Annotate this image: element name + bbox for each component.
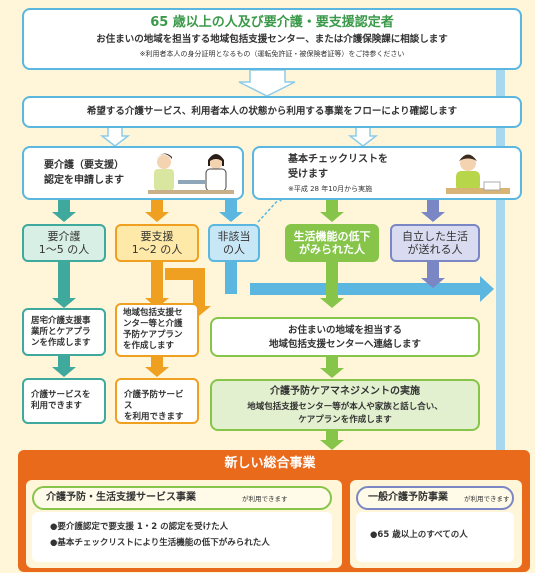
left-bullet-2: ●基本チェックリストにより生活機能の低下がみられた人 (50, 538, 270, 548)
contact-box: お住まいの地域を担当する 地域包括支援センターへ連絡します (210, 317, 480, 357)
checklist-line2: 受けます (288, 169, 328, 180)
category-not-applicable: 非該当の人 (208, 224, 260, 262)
arrow-independent (421, 200, 445, 222)
right-panel-tag: が利用できます (464, 495, 510, 503)
banner-title: 新しい総合事業 (224, 456, 316, 471)
consultation-illustration (148, 153, 234, 194)
top-note: ※利用者本人の身分証明となるもの（運転免許証・被保険者証等）をご持参ください (139, 50, 405, 58)
careplan-care: 居宅介護支援事 業所とケアプラ ンを作成します (22, 308, 106, 356)
careplan-support: 地域包括支援セ ンター等と介護 予防ケアプラン を作成します (115, 303, 199, 357)
left-bullet-1: ●要介護認定で要支援 1・2 の認定を受けた人 (50, 522, 229, 532)
apply-line1: 要介護（要支援） (44, 160, 124, 171)
right-side-line (496, 42, 505, 460)
right-panel-body: ●65 歳以上のすべての人 (356, 512, 514, 562)
dashed-link (257, 197, 281, 223)
contact-line1: お住まいの地域を担当する (287, 325, 402, 336)
left-panel-head: 介護予防・生活支援サービス事業 が利用できます (32, 486, 332, 510)
split-arrow-left (99, 125, 131, 147)
checklist-box: 基本チェックリストを 受けます ※平成 28 年10月から実施 (252, 146, 522, 200)
flow-box: 希望する介護サービス、利用者本人の状態から利用する事業をフローにより確認します (22, 96, 522, 128)
checklist-line1: 基本チェックリストを (288, 154, 388, 165)
blue-band (250, 283, 482, 295)
flow-text: 希望する介護サービス、利用者本人の状態から利用する事業をフローにより確認します (86, 106, 458, 117)
arrow-decline (320, 200, 344, 222)
left-panel-title: 介護予防・生活支援サービス事業 (46, 492, 196, 503)
arrow-na (219, 200, 243, 222)
top-title: 65 歳以上の人及び要介護・要支援認定者 (150, 15, 394, 30)
management-box: 介護予防ケアマネジメントの実施 地域包括支援センター等が本人や家族と話し合い、 … (210, 379, 480, 431)
top-down-arrow (238, 69, 296, 97)
category-independent: 自立した生活が送れる人 (390, 224, 480, 262)
apply-box: 要介護（要支援） 認定を申請します (22, 146, 244, 200)
checklist-illustration (446, 154, 510, 194)
right-bullet-1: ●65 歳以上のすべての人 (370, 530, 468, 540)
management-title: 介護予防ケアマネジメントの実施 (270, 386, 420, 397)
management-line2: ケアプランを作成します (298, 415, 392, 425)
contact-line2: 地域包括支援センターへ連絡します (268, 339, 421, 350)
left-panel-tag: が利用できます (242, 495, 288, 503)
top-line: お住まいの地域を担当する地域包括支援センター、または介護保険課に相談します (96, 34, 448, 45)
arrow-support (145, 200, 169, 222)
arrow-care (52, 200, 76, 222)
services-support: 介護予防サービス を利用できます (115, 378, 199, 424)
split-arrow-right (347, 125, 379, 147)
category-decline: 生活機能の低下がみられた人 (285, 224, 379, 262)
management-line1: 地域包括支援センター等が本人や家族と話し合い、 (247, 402, 443, 412)
services-care: 介護サービスを 利用できます (22, 378, 106, 424)
left-panel-body: ●要介護認定で要支援 1・2 の認定を受けた人 ●基本チェックリストにより生活機… (32, 512, 332, 562)
apply-line2: 認定を申請します (44, 175, 124, 186)
right-panel-head: 一般介護予防事業 が利用できます (356, 486, 514, 510)
right-panel-title: 一般介護予防事業 (368, 492, 448, 503)
checklist-note: ※平成 28 年10月から実施 (288, 185, 373, 193)
top-box: 65 歳以上の人及び要介護・要支援認定者 お住まいの地域を担当する地域包括支援セ… (22, 8, 522, 70)
